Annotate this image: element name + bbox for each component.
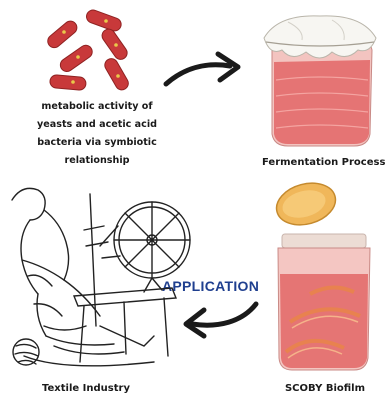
spinning-wheel-icon bbox=[4, 176, 194, 376]
bacteria-caption: metabolic activity of yeasts and acetic … bbox=[22, 98, 172, 170]
arrow-icon bbox=[160, 48, 246, 92]
caption-line: bacteria via symbiotic bbox=[22, 134, 172, 152]
fermentation-label: Fermentation Process bbox=[262, 157, 384, 168]
fermentation-jar-icon bbox=[258, 10, 382, 150]
scoby-label: SCOBY Biofilm bbox=[268, 383, 382, 394]
scoby-jar-icon bbox=[270, 182, 380, 372]
textile-label: Textile Industry bbox=[26, 383, 146, 394]
caption-line: relationship bbox=[22, 152, 172, 170]
caption-line: metabolic activity of bbox=[22, 98, 172, 116]
caption-line: yeasts and acetic acid bbox=[22, 116, 172, 134]
bacteria-icon bbox=[40, 8, 140, 96]
